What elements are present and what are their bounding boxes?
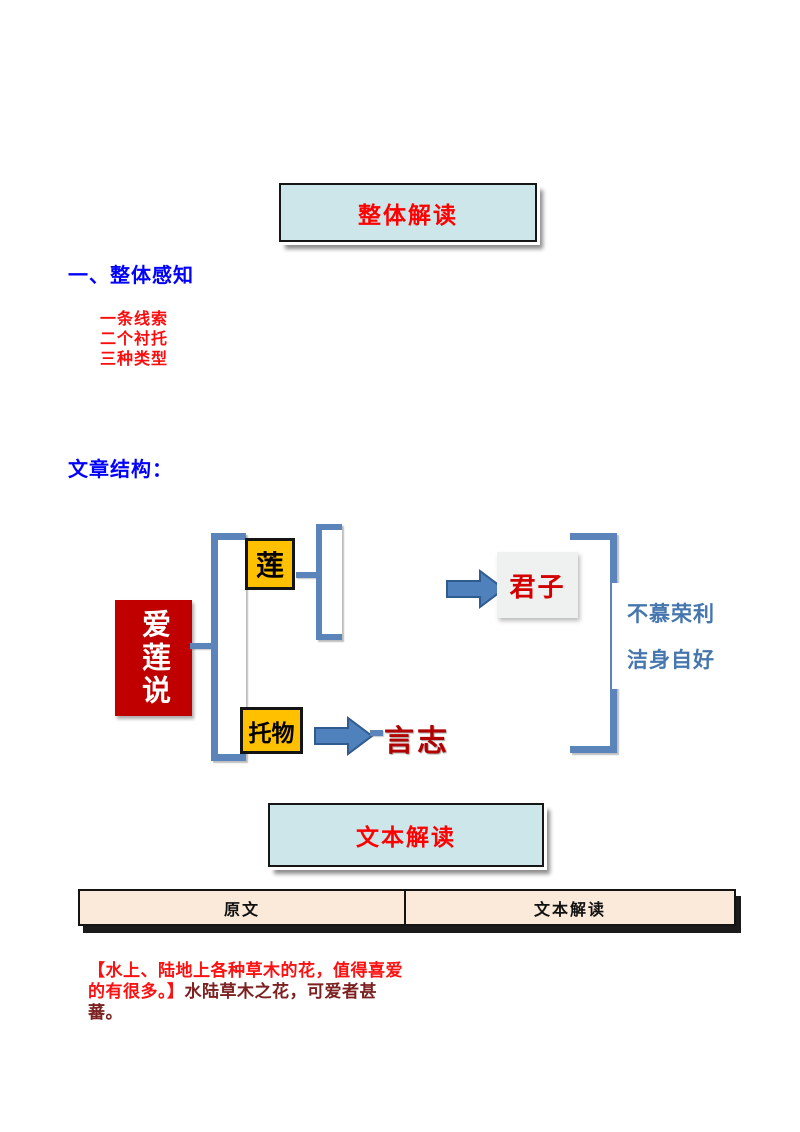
overall-interpretation-banner-label: 整体解读 <box>358 201 458 228</box>
section-heading-article-structure: 文章结构： <box>68 459 173 481</box>
diagram-node-tuowu: 托物 <box>240 707 303 754</box>
arrow-right-icon <box>314 716 374 756</box>
diagram-label-yanzhi: 言志 <box>384 725 450 758</box>
summary-text-box: 不慕荣利 洁身自好 <box>612 583 730 689</box>
text-analysis-banner-label: 文本解读 <box>356 824 456 850</box>
outline-list: 一条线索 二个衬托 三种类型 <box>100 310 168 370</box>
table-header-row: 原文 文本解读 <box>78 889 736 926</box>
outline-item-2: 二个衬托 <box>100 331 169 348</box>
summary-line-1: 不慕荣利 <box>627 603 715 627</box>
translation-dark-red-text: 水陆草木之花，可爱者甚蕃。 <box>88 982 377 1022</box>
connector-line <box>370 730 383 736</box>
outline-item-1: 一条线索 <box>100 311 169 328</box>
connector-line <box>296 572 318 578</box>
table-header-original-text: 原文 <box>78 889 406 926</box>
diagram-root-node-ailianshuo: 爱莲说 <box>115 600 192 716</box>
connector-line <box>190 643 216 649</box>
arrow-right-icon <box>446 568 506 610</box>
outline-item-3: 三种类型 <box>100 351 169 368</box>
translation-note: 【水上、陆地上各种草木的花，值得喜爱的有很多。】水陆草木之花，可爱者甚蕃。 <box>88 960 410 1023</box>
left-bracket-shape <box>211 533 246 761</box>
overall-interpretation-banner: 整体解读 <box>279 183 537 242</box>
translation-bracketed-text: 【水上、陆地上各种草木的花，值得喜爱的有很多。】 <box>88 961 403 1001</box>
small-bracket-shape <box>316 524 342 640</box>
section-heading-overall-perception: 一、整体感知 <box>68 265 194 287</box>
diagram-node-junzi: 君子 <box>497 552 578 618</box>
diagram-node-lotus: 莲 <box>245 538 295 590</box>
text-analysis-banner: 文本解读 <box>268 803 544 867</box>
table-header-text-analysis: 文本解读 <box>406 889 736 926</box>
summary-line-2: 洁身自好 <box>627 648 715 672</box>
right-bracket-shape <box>570 533 617 753</box>
